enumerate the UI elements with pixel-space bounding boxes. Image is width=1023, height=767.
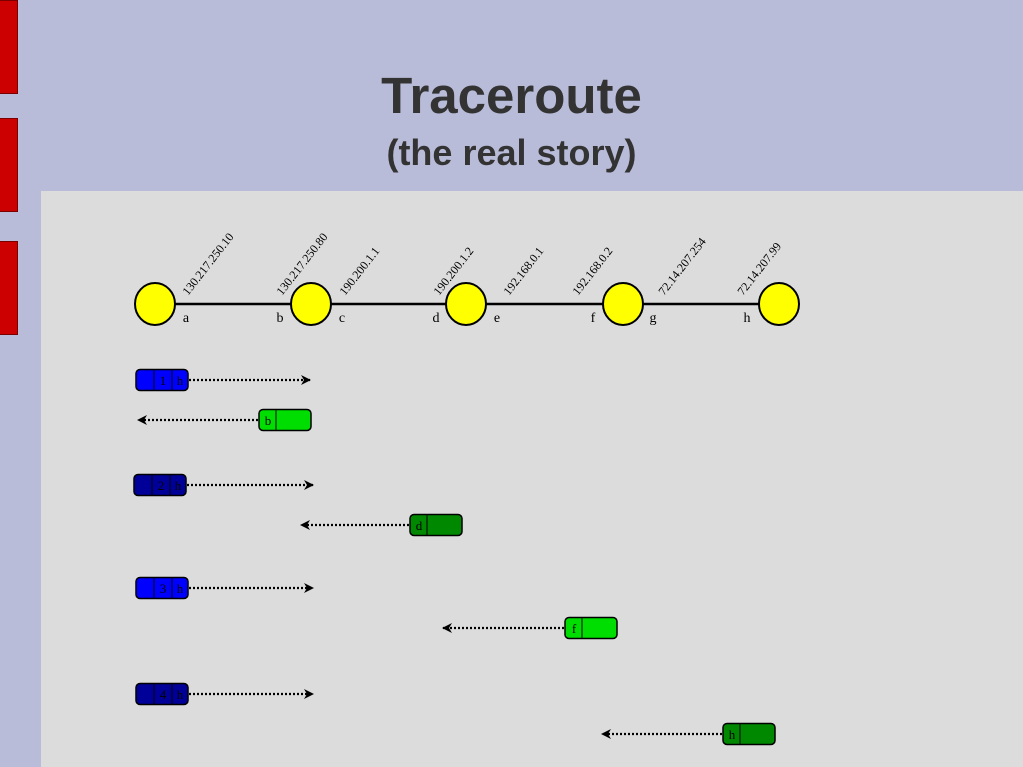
interface-label-f: f xyxy=(591,311,596,326)
reply-packet-3: f xyxy=(564,616,618,640)
interface-ip-g: 72.14.207.254 xyxy=(655,235,709,298)
slide-title: Traceroute xyxy=(381,67,642,124)
packet-ttl: 1 xyxy=(160,373,167,388)
node-source xyxy=(134,282,176,326)
interface-label-b: b xyxy=(277,311,284,326)
reply-packet-2: d xyxy=(409,513,463,537)
interface-ip-e: 192.168.0.1 xyxy=(500,244,546,298)
slide-subtitle: (the real story) xyxy=(386,132,637,173)
interface-label-d: d xyxy=(433,311,440,326)
interface-ip-a: 130.217.250.10 xyxy=(179,230,236,298)
side-tab xyxy=(0,241,18,335)
packet-source: d xyxy=(416,518,423,533)
reply-packet-4: h xyxy=(722,722,776,746)
packet-source: h xyxy=(729,727,736,742)
content-panel xyxy=(41,191,1023,767)
interface-label-c: c xyxy=(339,311,345,326)
packet-ttl: 3 xyxy=(160,581,167,596)
interface-label-e: e xyxy=(494,311,500,326)
packet-destination: h xyxy=(177,687,184,702)
node-destination xyxy=(758,282,800,326)
packet-destination: h xyxy=(175,478,182,493)
node-router-1 xyxy=(290,282,332,326)
packet-ttl: 4 xyxy=(160,687,167,702)
interface-label-a: a xyxy=(183,311,190,326)
packet-destination: h xyxy=(177,581,184,596)
interface-label-g: g xyxy=(650,311,657,326)
packet-source: b xyxy=(265,413,272,428)
side-tab xyxy=(0,118,18,212)
packet-source: f xyxy=(572,621,577,636)
node-router-2 xyxy=(445,282,487,326)
packet-destination: h xyxy=(177,373,184,388)
interface-ip-c: 190.200.1.1 xyxy=(336,244,382,298)
packet-ttl: 2 xyxy=(158,478,165,493)
node-router-3 xyxy=(602,282,644,326)
reply-packet-1: b xyxy=(258,408,312,432)
interface-label-h: h xyxy=(744,311,751,326)
side-tab xyxy=(0,0,18,94)
